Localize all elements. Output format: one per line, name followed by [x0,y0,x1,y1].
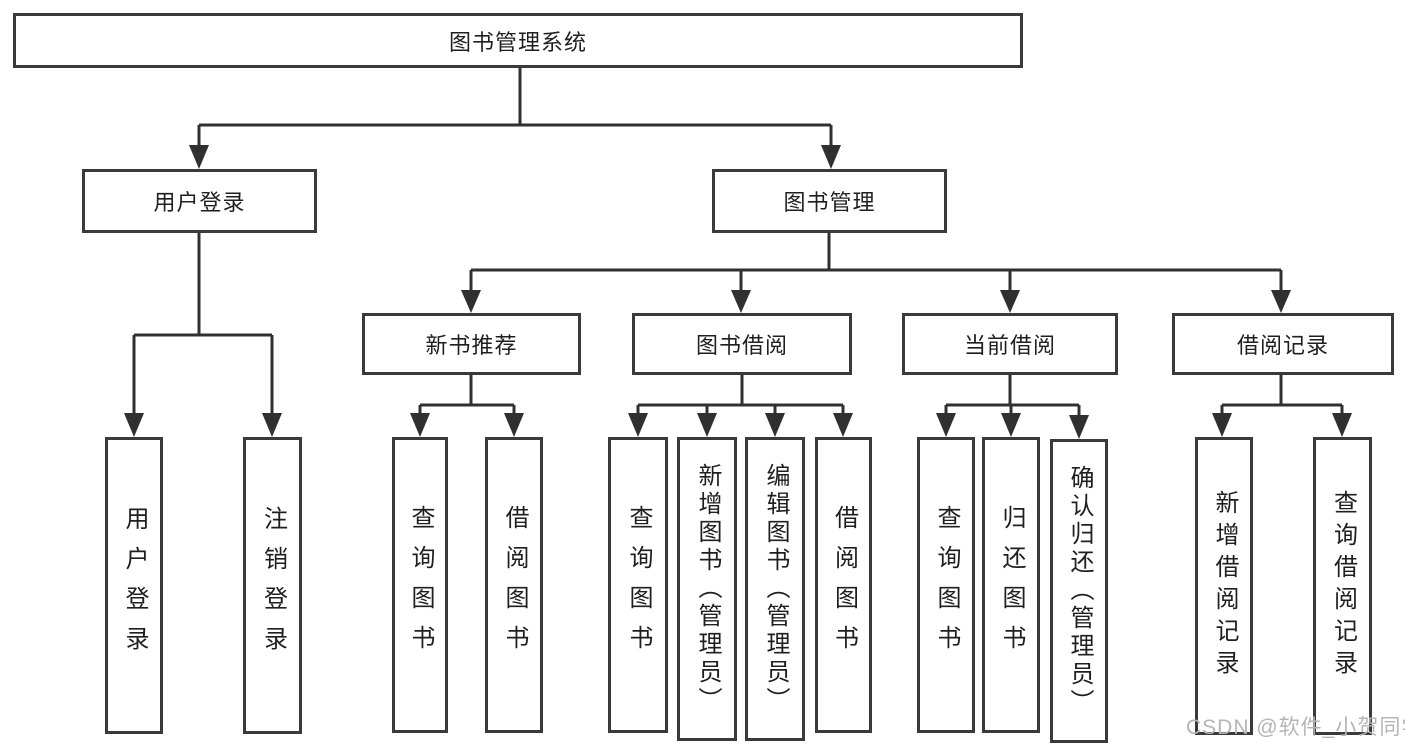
arrow-down-icon [731,290,751,313]
arrow-down-icon [1271,290,1291,313]
leaf-borrow-books: 借阅图书 [815,437,872,733]
leaf-logout: 注销登录 [243,437,302,734]
arrow-down-icon [410,413,430,437]
arrow-down-icon [1001,413,1021,437]
node-book-borrow: 图书借阅 [632,313,852,375]
arrow-down-icon [1332,413,1352,437]
arrow-down-icon [833,413,853,437]
arrow-down-icon [936,413,956,437]
arrow-down-icon [821,145,841,169]
arrow-down-icon [189,145,209,169]
leaf-add-borrow-record: 新增借阅记录 [1195,437,1253,735]
node-user-login: 用户登录 [82,169,317,233]
leaf-confirm-return-admin: 确认归还（管理员） [1050,439,1108,743]
arrow-down-icon [697,413,717,437]
leaf-query-books-borrow: 查询图书 [608,437,668,733]
node-current-borrow: 当前借阅 [902,313,1118,375]
leaf-query-borrow-record: 查询借阅记录 [1313,437,1372,735]
leaf-edit-book-admin: 编辑图书（管理员） [745,437,805,741]
arrow-down-icon [1069,415,1089,439]
arrow-down-icon [461,290,481,313]
node-new-book-recommend: 新书推荐 [362,313,581,375]
arrow-down-icon [628,413,648,437]
node-book-management: 图书管理 [712,169,947,233]
leaf-user-login: 用户登录 [105,437,163,734]
leaf-add-book-admin: 新增图书（管理员） [677,437,737,741]
node-root: 图书管理系统 [13,13,1023,68]
node-borrow-records: 借阅记录 [1172,313,1394,375]
arrow-down-icon [765,413,785,437]
arrow-down-icon [262,413,282,437]
arrow-down-icon [1212,413,1232,437]
leaf-query-books-recommend: 查询图书 [392,437,448,733]
leaf-query-books-current: 查询图书 [917,437,975,733]
arrow-down-icon [1000,290,1020,313]
arrow-down-icon [124,413,144,437]
csdn-watermark: CSDN @软件_小贺同学 [1186,716,1405,739]
arrow-down-icon [504,413,524,437]
leaf-return-book: 归还图书 [982,437,1040,733]
leaf-borrow-books-recommend: 借阅图书 [485,437,543,733]
